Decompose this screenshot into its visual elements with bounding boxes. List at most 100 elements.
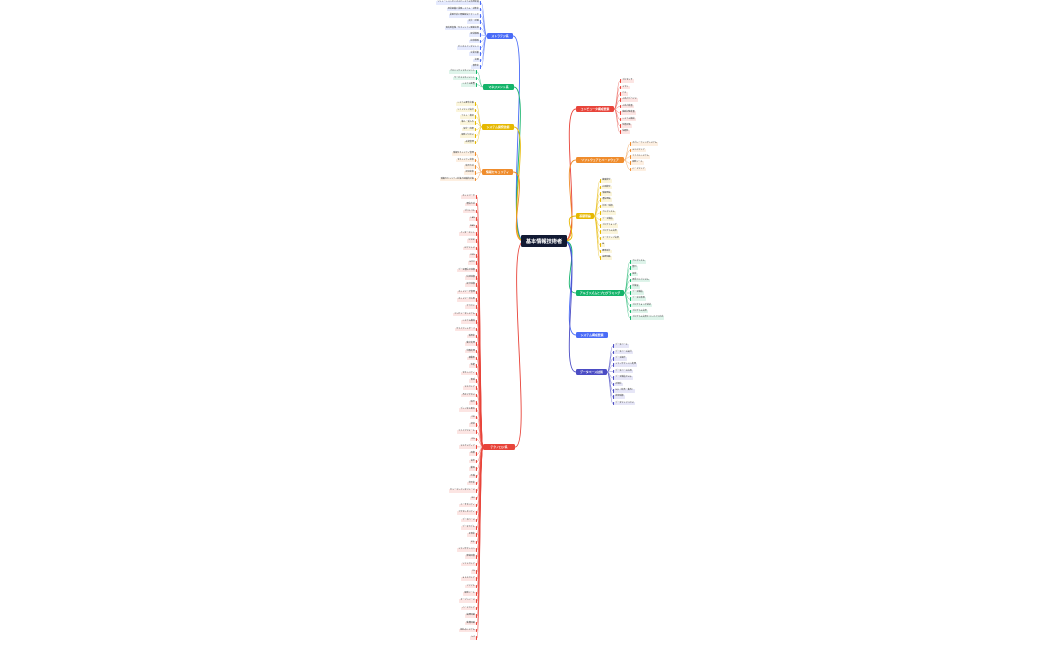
- leaf-node[interactable]: マルウェア: [463, 386, 477, 390]
- leaf-node[interactable]: PKI: [470, 415, 477, 420]
- leaf-node[interactable]: インターネット: [459, 231, 477, 236]
- leaf-node[interactable]: ユーザビリティ: [459, 503, 477, 508]
- leaf-node[interactable]: 論理回路: [600, 256, 612, 260]
- leaf-node[interactable]: ミドルウェア: [461, 577, 477, 581]
- branch-node-b3[interactable]: システム開発技術: [482, 124, 514, 130]
- leaf-node[interactable]: ソリューションビジネスとシステム活用促進: [436, 1, 481, 5]
- leaf-node[interactable]: 正規化: [613, 382, 623, 387]
- leaf-node[interactable]: 経営戦略: [469, 33, 481, 37]
- leaf-node[interactable]: プロジェクトマネジメント: [448, 70, 477, 74]
- leaf-node[interactable]: 情報セキュリティ管理: [451, 152, 476, 156]
- leaf-node[interactable]: ネットワーク応用: [457, 298, 477, 302]
- leaf-node[interactable]: ハードウェア: [461, 606, 477, 611]
- leaf-node[interactable]: WAN: [468, 224, 477, 229]
- leaf-node[interactable]: 離散数学: [600, 179, 612, 183]
- leaf-node[interactable]: システム監査: [461, 83, 477, 87]
- leaf-node[interactable]: データの表現: [630, 297, 646, 301]
- leaf-node[interactable]: セキュリティ技術: [456, 158, 476, 163]
- leaf-node[interactable]: ファイルシステム: [630, 155, 650, 159]
- leaf-node[interactable]: オペレーティングシステム: [630, 142, 659, 146]
- leaf-node[interactable]: LAN: [469, 217, 477, 221]
- leaf-node[interactable]: 排他制御: [613, 395, 625, 399]
- leaf-node[interactable]: 認証技術: [464, 171, 476, 175]
- leaf-node[interactable]: データベース: [461, 518, 477, 523]
- leaf-node[interactable]: 正規化: [467, 533, 477, 537]
- leaf-node[interactable]: 探索: [630, 272, 638, 277]
- leaf-node[interactable]: アルゴリズム: [630, 260, 646, 264]
- leaf-node[interactable]: トランザクション: [457, 548, 477, 552]
- leaf-node[interactable]: 品質管理: [464, 140, 476, 145]
- branch-node-b9[interactable]: システム構成要素: [576, 332, 608, 338]
- leaf-node[interactable]: システム構成: [461, 320, 477, 324]
- leaf-node[interactable]: 不正アクセス: [461, 393, 477, 398]
- leaf-node[interactable]: 通信方式: [465, 202, 477, 207]
- leaf-node[interactable]: マークアップ言語: [600, 236, 620, 241]
- branch-node-b4[interactable]: 情報セキュリティ: [482, 169, 513, 175]
- leaf-node[interactable]: 導入・受入れ: [460, 121, 476, 125]
- leaf-node[interactable]: アルゴリズム: [600, 211, 616, 215]
- leaf-node[interactable]: データモデル: [461, 525, 477, 530]
- leaf-node[interactable]: 信頼性: [620, 130, 630, 134]
- leaf-node[interactable]: 認証: [469, 423, 477, 427]
- leaf-node[interactable]: AI: [600, 243, 606, 247]
- leaf-node[interactable]: ビジネスインダストリ: [456, 46, 481, 50]
- leaf-node[interactable]: ソフトウェア: [461, 562, 477, 567]
- leaf-node[interactable]: トランザクション処理: [613, 363, 638, 367]
- leaf-node[interactable]: サービスマネジメント: [452, 76, 477, 81]
- leaf-node[interactable]: 誤り制御: [465, 283, 477, 287]
- leaf-node[interactable]: 性能: [469, 364, 477, 368]
- branch-node-b8[interactable]: アルゴリズムとプログラミング: [576, 290, 624, 296]
- leaf-node[interactable]: 技術戦略: [469, 39, 481, 44]
- leaf-node[interactable]: データ通信と制御: [457, 268, 477, 273]
- leaf-node[interactable]: セキュリティ: [461, 371, 477, 376]
- leaf-node[interactable]: データベース応用: [613, 369, 633, 374]
- branch-node-b7[interactable]: 基礎理論: [576, 213, 594, 219]
- leaf-node[interactable]: 業務分析と問題解決テクニック: [448, 14, 481, 18]
- branch-node-b6[interactable]: ソフトウェアとハードウェア: [576, 157, 624, 163]
- leaf-node[interactable]: 経営組織と業務システム・効率化: [446, 7, 481, 12]
- leaf-node[interactable]: ディジタル署名: [459, 408, 477, 412]
- leaf-node[interactable]: ハードウェア: [630, 167, 646, 172]
- leaf-node[interactable]: 入出力デバイス: [620, 98, 638, 102]
- leaf-node[interactable]: クライアントサーバ: [455, 327, 477, 332]
- leaf-node[interactable]: プログラム言語: [600, 230, 618, 234]
- leaf-node[interactable]: 集中処理: [465, 342, 477, 346]
- leaf-node[interactable]: データベース: [613, 344, 629, 348]
- leaf-node[interactable]: 符号化: [467, 481, 477, 486]
- leaf-node[interactable]: GUI: [469, 496, 477, 501]
- leaf-node[interactable]: プロセッサ: [620, 79, 634, 83]
- leaf-node[interactable]: 情報理論: [600, 192, 612, 196]
- leaf-node[interactable]: ネットワーク: [461, 195, 477, 199]
- leaf-node[interactable]: 会計・財務: [467, 20, 481, 24]
- leaf-node[interactable]: SQL（結合・集約）: [613, 389, 636, 393]
- leaf-node[interactable]: 組込みシステム: [459, 628, 477, 633]
- leaf-node[interactable]: 分散処理: [465, 349, 477, 354]
- leaf-node[interactable]: 保守・廃棄: [462, 127, 476, 132]
- leaf-node[interactable]: データ構造: [630, 291, 644, 295]
- leaf-node[interactable]: マルチメディア: [459, 445, 477, 449]
- leaf-node[interactable]: 伝送制御: [465, 276, 477, 280]
- leaf-node[interactable]: 開発ツール: [463, 592, 477, 596]
- leaf-node[interactable]: 動画: [469, 467, 477, 471]
- leaf-node[interactable]: ネットワーク管理: [457, 290, 477, 295]
- branch-node-b11[interactable]: テクノロジ系: [483, 444, 515, 450]
- leaf-node[interactable]: プログラム言語とコンパイラ方式: [630, 316, 665, 320]
- leaf-node[interactable]: 暗号: [469, 401, 477, 405]
- leaf-node[interactable]: データ操作: [613, 357, 627, 361]
- branch-node-b2[interactable]: マネジメント系: [483, 84, 514, 90]
- leaf-node[interactable]: 入出力装置: [620, 104, 634, 109]
- leaf-node[interactable]: プログラミング: [600, 224, 618, 228]
- leaf-node[interactable]: 標準化: [471, 65, 481, 69]
- leaf-node[interactable]: ヒューマンインタフェース: [448, 489, 477, 493]
- leaf-node[interactable]: 応用数学: [600, 185, 612, 190]
- leaf-node[interactable]: 暗号方式: [464, 165, 476, 169]
- leaf-node[interactable]: OS: [470, 570, 477, 574]
- leaf-node[interactable]: テスト・検証: [460, 115, 476, 119]
- leaf-node[interactable]: IoT: [470, 636, 477, 640]
- leaf-node[interactable]: ファイル: [465, 584, 477, 589]
- branch-node-b10[interactable]: データベース技術: [576, 369, 607, 375]
- leaf-node[interactable]: プログラム言語: [630, 309, 648, 314]
- leaf-node[interactable]: ソフトウェア設計: [456, 108, 476, 113]
- leaf-node[interactable]: SQL: [469, 540, 477, 545]
- leaf-node[interactable]: アクセシビリティ: [457, 511, 477, 515]
